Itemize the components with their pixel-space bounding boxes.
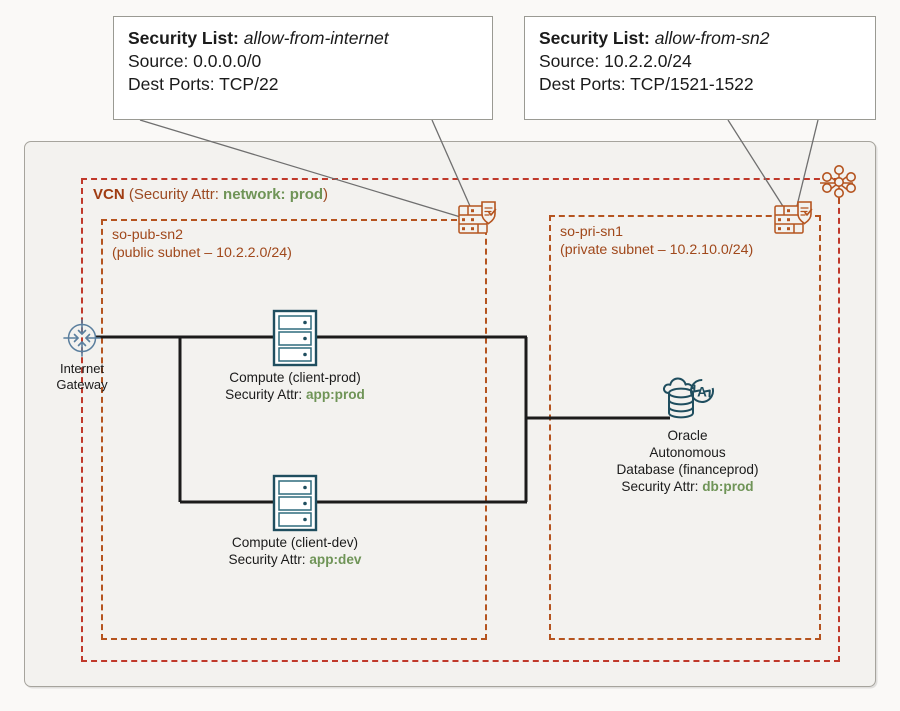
compute-prod-caption: Compute (client-prod) Security Attr: app… xyxy=(191,370,399,404)
svg-text:A: A xyxy=(697,385,707,400)
callout-0-source: Source: 0.0.0.0/0 xyxy=(128,50,262,71)
compute-prod-attr-prefix: Security Attr: xyxy=(225,386,303,402)
node-internet-gateway[interactable]: Internet Gateway xyxy=(46,318,118,392)
callout-allow-from-sn2: Security List: allow-from-sn2 Source: 10… xyxy=(524,16,876,120)
vcn-attr-value: network: prod xyxy=(223,186,324,203)
compute-dev-attr-value: app:dev xyxy=(309,551,362,567)
security-list-firewall-icon-public[interactable] xyxy=(458,197,498,240)
vcn-label: VCN (Security Attr: network: prod) xyxy=(88,186,334,203)
node-autonomous-database[interactable]: A Oracle Autonomous Database (financepro… xyxy=(585,375,790,496)
callout-0-label: Security List: xyxy=(128,28,239,48)
security-list-firewall-icon-private[interactable] xyxy=(774,197,814,240)
vcn-boundary xyxy=(81,178,840,662)
autonomous-database-icon: A xyxy=(585,375,790,425)
database-attr-value: db:prod xyxy=(702,478,754,494)
callout-1-value: allow-from-sn2 xyxy=(654,28,770,48)
database-caption: Oracle Autonomous Database (financeprod)… xyxy=(585,428,790,496)
subnet-so-pri-sn1-boundary xyxy=(549,215,821,640)
internet-gateway-icon xyxy=(46,318,118,358)
compute-dev-caption: Compute (client-dev) Security Attr: app:… xyxy=(191,535,399,569)
subnet-so-pub-sn2-label: so-pub-sn2 (public subnet – 10.2.2.0/24) xyxy=(108,225,296,264)
vcn-label-title: VCN xyxy=(93,186,125,203)
compute-prod-title: Compute (client-prod) xyxy=(229,370,361,385)
compute-server-icon-prod xyxy=(191,309,399,367)
callout-0-title-line: Security List: allow-from-internet xyxy=(128,27,478,50)
subnet-so-pri-sn1-label: so-pri-sn1 (private subnet – 10.2.10.0/2… xyxy=(556,222,758,261)
compute-server-icon-dev xyxy=(191,474,399,532)
compute-dev-attr-prefix: Security Attr: xyxy=(228,551,306,567)
callout-1-title-line: Security List: allow-from-sn2 xyxy=(539,27,861,50)
subnet-pri-name: so-pri-sn1 xyxy=(560,224,624,240)
database-line3: Database (financeprod) xyxy=(616,461,759,477)
database-line1: Oracle xyxy=(667,428,708,443)
gateway-line2: Gateway xyxy=(56,376,108,392)
callout-1-source: Source: 10.2.2.0/24 xyxy=(539,50,692,71)
node-compute-client-prod[interactable]: Compute (client-prod) Security Attr: app… xyxy=(191,309,399,404)
node-compute-client-dev[interactable]: Compute (client-dev) Security Attr: app:… xyxy=(191,474,399,569)
compute-prod-attr-value: app:prod xyxy=(305,386,365,402)
gateway-line1: Internet xyxy=(59,361,105,376)
callout-1-ports: Dest Ports: TCP/1521-1522 xyxy=(539,73,754,94)
subnet-pub-detail: (public subnet – 10.2.2.0/24) xyxy=(112,245,292,262)
database-attr: Security Attr: db:prod xyxy=(585,479,790,496)
callout-0-value: allow-from-internet xyxy=(243,28,389,48)
database-line2: Autonomous xyxy=(649,444,726,460)
subnet-pri-detail: (private subnet – 10.2.10.0/24) xyxy=(560,242,754,259)
callout-allow-from-internet: Security List: allow-from-internet Sourc… xyxy=(113,16,493,120)
subnet-pub-name: so-pub-sn2 xyxy=(112,227,183,243)
callout-0-ports: Dest Ports: TCP/22 xyxy=(128,73,279,94)
internet-gateway-caption: Internet Gateway xyxy=(46,361,118,392)
database-attr-prefix: Security Attr: xyxy=(621,478,699,494)
compute-dev-title: Compute (client-dev) xyxy=(231,535,359,550)
vcn-attr-prefix: (Security Attr: xyxy=(128,186,219,203)
virtual-cloud-network-icon[interactable] xyxy=(815,160,863,213)
callout-1-label: Security List: xyxy=(539,28,650,48)
subnet-so-pub-sn2-boundary xyxy=(101,219,487,640)
vcn-attr-suffix: ) xyxy=(323,186,329,203)
compute-dev-attr: Security Attr: app:dev xyxy=(191,552,399,569)
compute-prod-attr: Security Attr: app:prod xyxy=(191,387,399,404)
